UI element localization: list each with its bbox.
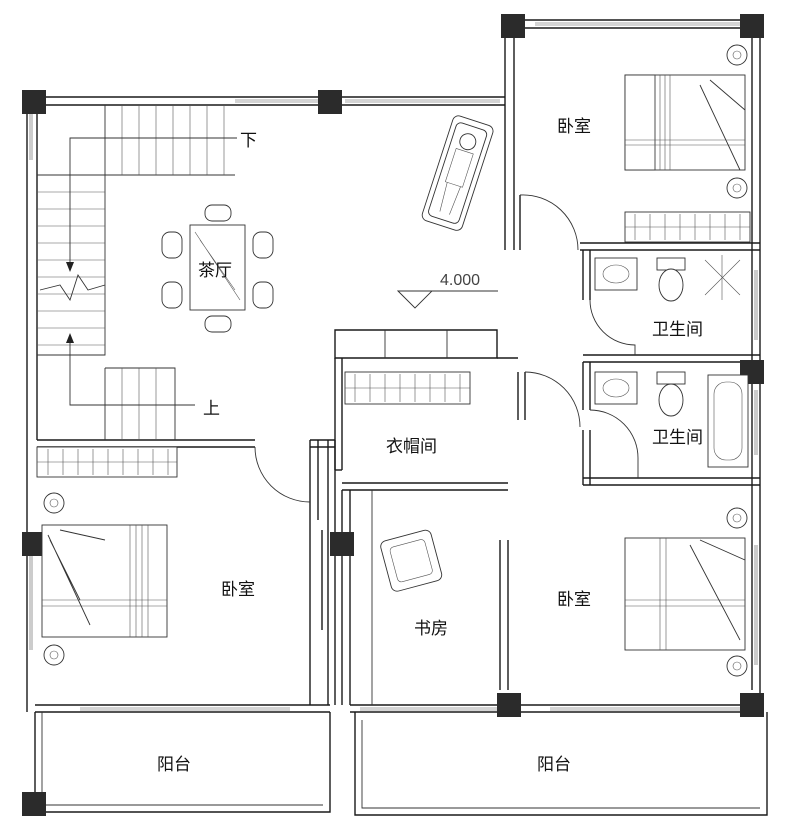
bed-ne <box>624 44 748 199</box>
column <box>318 90 342 114</box>
door-swing <box>524 371 581 428</box>
room-label-balcony-e: 阳台 <box>537 755 571 774</box>
column <box>740 693 764 717</box>
room-label-bath-1: 卫生间 <box>652 320 703 339</box>
cloakroom-rail <box>344 371 471 405</box>
elevation-mark <box>396 290 498 309</box>
stair-down-label: 下 <box>240 131 257 150</box>
staircase <box>37 105 237 440</box>
bed-se <box>624 507 748 677</box>
bathroom-2-fixtures <box>589 371 749 478</box>
room-label-bath-2: 卫生间 <box>652 428 703 447</box>
walls <box>26 19 768 816</box>
room-label-balcony-w: 阳台 <box>157 755 191 774</box>
column <box>330 532 354 556</box>
column <box>22 792 46 816</box>
door-swing <box>254 446 311 503</box>
bathroom-1-fixtures <box>589 255 741 355</box>
lounge-chair <box>421 115 494 231</box>
study-chair <box>380 529 443 592</box>
tea-table <box>161 204 274 333</box>
stair-up-label: 上 <box>203 399 220 418</box>
column <box>22 90 46 114</box>
room-label-bedroom-ne: 卧室 <box>557 117 591 136</box>
column <box>501 14 525 38</box>
room-label-bedroom-se: 卧室 <box>557 590 591 609</box>
elevation-value: 4.000 <box>440 272 480 289</box>
room-label-tea-room: 茶厅 <box>198 261 232 280</box>
wardrobe-ne <box>624 211 751 243</box>
column <box>740 14 764 38</box>
wardrobe-w <box>36 446 178 478</box>
bed-w <box>41 492 168 666</box>
door-swing <box>519 194 579 251</box>
room-label-cloakroom: 衣帽间 <box>386 437 437 456</box>
column <box>497 693 521 717</box>
room-label-study: 书房 <box>414 619 448 638</box>
room-label-bedroom-w: 卧室 <box>221 580 255 599</box>
